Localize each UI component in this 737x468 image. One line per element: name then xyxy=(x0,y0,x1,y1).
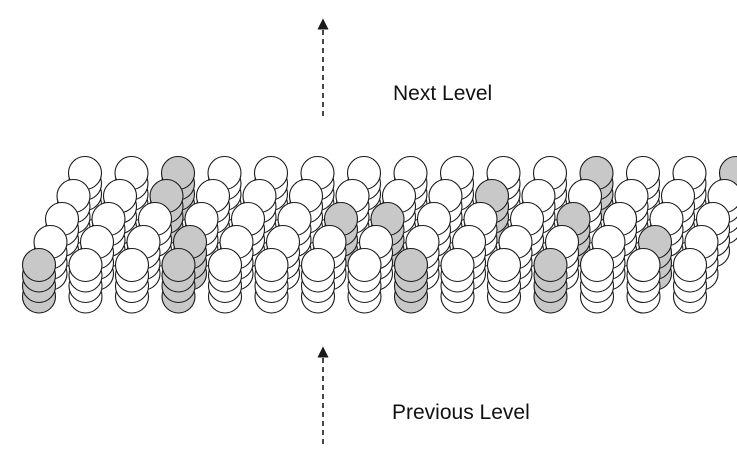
previous-level-label: Previous Level xyxy=(392,401,530,424)
sphere xyxy=(440,247,475,283)
sphere xyxy=(300,247,336,283)
highlighted-sphere xyxy=(533,247,568,283)
sphere xyxy=(254,247,289,283)
sphere xyxy=(207,247,243,283)
sphere xyxy=(347,247,382,283)
highlighted-sphere xyxy=(161,247,196,283)
sphere xyxy=(672,247,708,283)
sphere xyxy=(579,247,615,283)
sphere xyxy=(626,247,661,283)
sphere xyxy=(486,247,522,283)
sphere xyxy=(68,247,103,283)
sphere-lattice xyxy=(21,155,737,314)
highlighted-sphere xyxy=(21,247,57,283)
sphere xyxy=(114,247,150,283)
highlighted-sphere xyxy=(393,247,429,283)
next-level-label: Next Level xyxy=(393,82,493,105)
